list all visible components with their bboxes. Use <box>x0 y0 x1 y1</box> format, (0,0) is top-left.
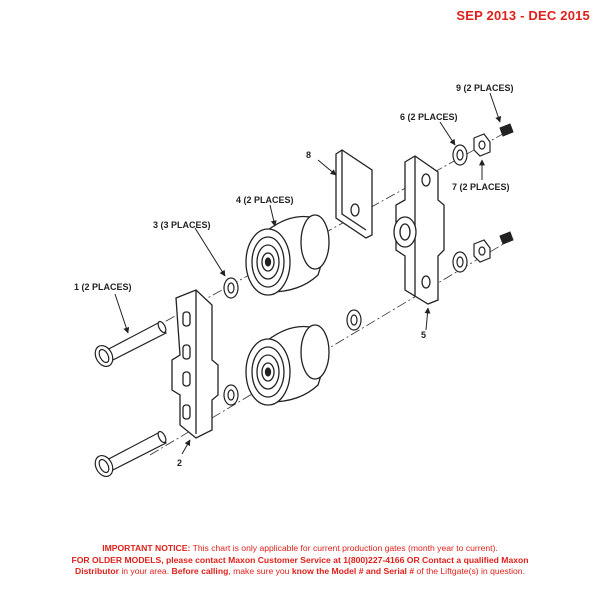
callout-6: 6 (2 PLACES) <box>400 112 458 122</box>
notice-model-serial: know the Model # and Serial # <box>291 566 415 576</box>
part-7-nuts <box>473 133 491 263</box>
part-1-pin-lower <box>94 430 167 478</box>
notice-line-2-text: FOR OLDER MODELS, please contact Maxon C… <box>71 554 529 565</box>
important-notice: IMPORTANT NOTICE: This chart is only app… <box>20 543 580 578</box>
callout-4: 4 (2 PLACES) <box>236 195 294 205</box>
notice-before-calling: Before calling <box>171 566 229 576</box>
part-9-screws <box>499 123 514 245</box>
callout-3: 3 (3 PLACES) <box>153 220 211 230</box>
part-1-pin-upper <box>94 320 167 368</box>
callout-9: 9 (2 PLACES) <box>456 83 514 93</box>
notice-line-3: Distributor in your area. Before calling… <box>20 566 580 578</box>
callout-2: 2 <box>177 458 182 468</box>
assembly-centerlines <box>149 129 511 456</box>
part-6-washers <box>452 144 468 273</box>
part-2-left-bracket <box>171 289 219 439</box>
callout-8: 8 <box>306 150 311 160</box>
callout-1: 1 (2 PLACES) <box>74 282 132 292</box>
part-5-right-bracket <box>393 155 445 305</box>
part-8-shim-plate <box>335 149 373 239</box>
part-4-roller-upper <box>245 214 330 296</box>
notice-text-a: in your area. <box>118 566 172 576</box>
part-4-roller-lower <box>245 324 330 406</box>
callout-leaders <box>114 92 502 455</box>
callout-7: 7 (2 PLACES) <box>452 182 510 192</box>
notice-lead: IMPORTANT NOTICE: <box>102 543 191 553</box>
part-3-washers <box>223 277 362 406</box>
notice-line-2: FOR OLDER MODELS, please contact Maxon C… <box>20 555 580 567</box>
notice-line-1-text: This chart is only applicable for curren… <box>190 543 498 553</box>
notice-text-b: , make sure you <box>228 566 292 576</box>
notice-distributor: Distributor <box>75 566 119 576</box>
notice-line-1: IMPORTANT NOTICE: This chart is only app… <box>20 543 580 555</box>
date-range-header: SEP 2013 - DEC 2015 <box>456 8 590 23</box>
notice-text-c: of the Liftgate(s) in question. <box>414 566 525 576</box>
callout-5: 5 <box>421 330 426 340</box>
